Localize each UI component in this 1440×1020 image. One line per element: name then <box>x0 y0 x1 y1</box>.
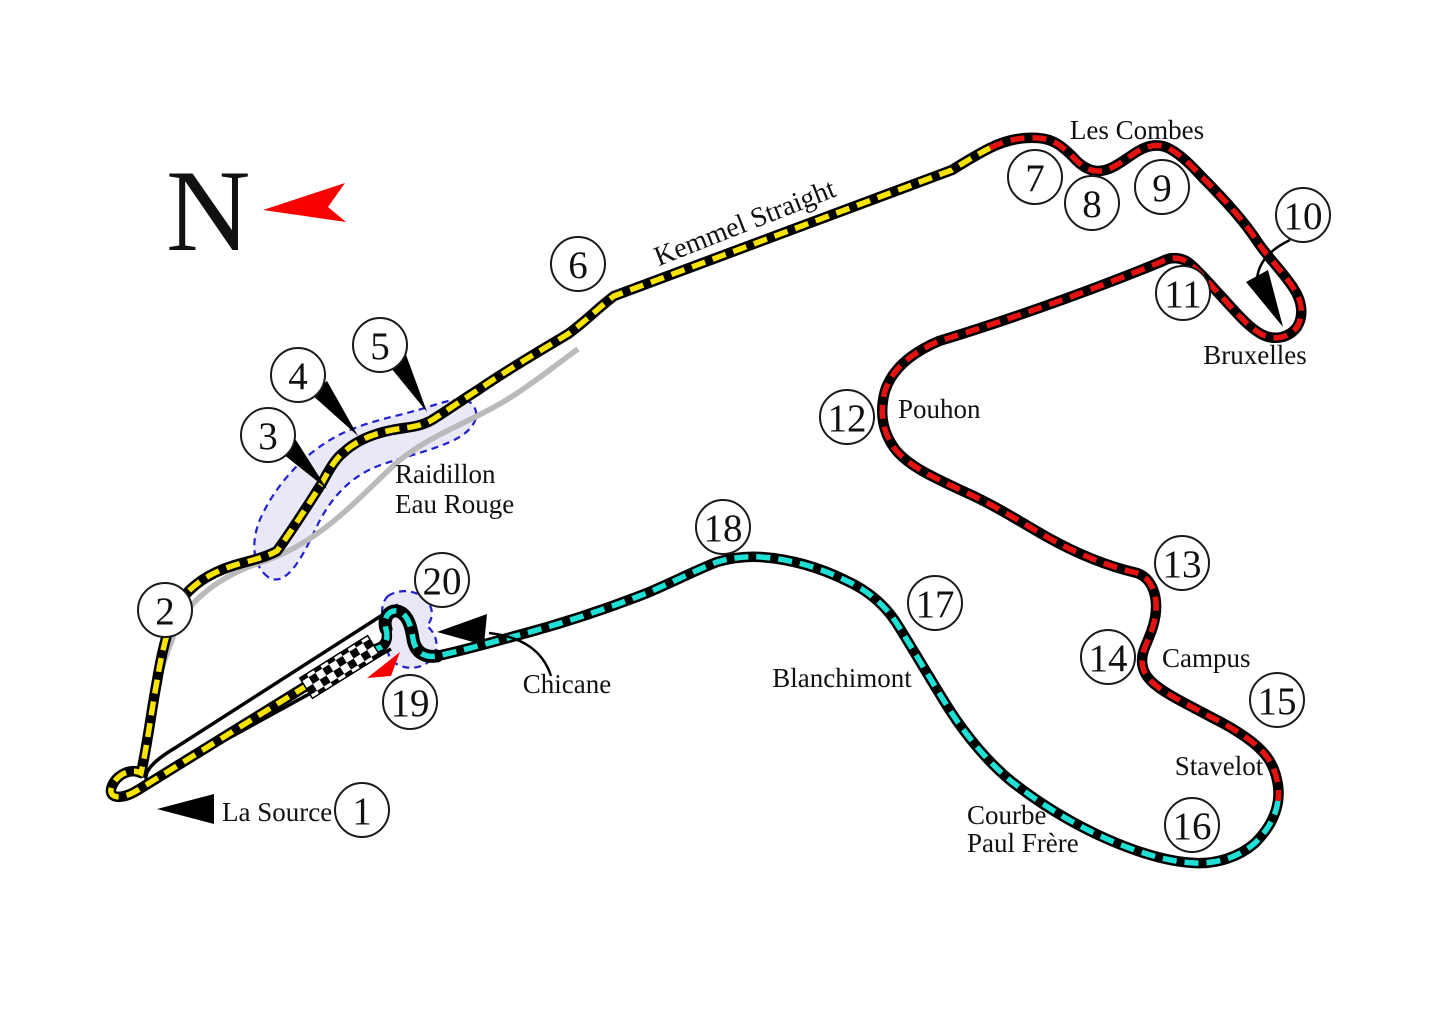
corner-marker-4: 4 <box>270 347 326 403</box>
svg-text:11: 11 <box>1164 273 1202 316</box>
label-blanchimont: Blanchimont <box>772 663 912 693</box>
sector1-dashes <box>108 145 992 800</box>
svg-text:5: 5 <box>370 325 390 368</box>
corner-marker-2: 2 <box>137 582 193 638</box>
svg-text:9: 9 <box>1152 167 1172 210</box>
svg-text:15: 15 <box>1258 680 1297 723</box>
svg-text:4: 4 <box>288 355 308 398</box>
svg-text:6: 6 <box>568 244 588 287</box>
svg-text:13: 13 <box>1163 543 1202 586</box>
start-finish-line <box>298 634 382 700</box>
corner-marker-18: 18 <box>695 499 751 555</box>
corner-marker-16: 16 <box>1164 797 1220 853</box>
corner-marker-20: 20 <box>414 552 470 608</box>
corner-marker-3: 3 <box>240 407 296 463</box>
svg-text:1: 1 <box>352 790 372 833</box>
svg-text:10: 10 <box>1284 195 1323 238</box>
svg-text:14: 14 <box>1089 637 1128 680</box>
label-campus: Campus <box>1162 643 1251 673</box>
svg-text:20: 20 <box>423 560 462 603</box>
la-source-pointer-icon <box>157 794 214 824</box>
svg-text:17: 17 <box>916 583 955 626</box>
chicane-pointer-icon <box>437 614 487 645</box>
corner-marker-19: 19 <box>382 674 438 730</box>
label-pouhon: Pouhon <box>898 394 981 424</box>
svg-text:7: 7 <box>1025 157 1045 200</box>
corner-marker-17: 17 <box>907 575 963 631</box>
svg-text:8: 8 <box>1082 183 1102 226</box>
label-raidillon-line2: Eau Rouge <box>395 489 514 519</box>
label-stavelot: Stavelot <box>1175 751 1264 781</box>
corner-marker-6: 6 <box>550 236 606 292</box>
corner4-pointer-icon <box>311 381 358 436</box>
label-chicane: Chicane <box>523 669 611 699</box>
race-direction-arrow-icon <box>367 652 400 678</box>
old-track-line <box>149 346 580 703</box>
svg-text:12: 12 <box>828 397 867 440</box>
label-bruxelles: Bruxelles <box>1203 340 1306 370</box>
corner-marker-9: 9 <box>1134 159 1190 215</box>
sector2-dashes <box>879 135 1304 802</box>
north-label: N <box>166 147 251 276</box>
corner-marker-11: 11 <box>1155 265 1211 321</box>
corner-marker-5: 5 <box>352 317 408 373</box>
svg-text:18: 18 <box>704 507 743 550</box>
label-raidillon-line1: Raidillon <box>395 459 496 489</box>
corner-marker-10: 10 <box>1275 187 1331 243</box>
label-la-source: La Source <box>222 797 332 827</box>
svg-text:3: 3 <box>258 415 278 458</box>
svg-text:2: 2 <box>155 590 175 633</box>
corner-marker-1: 1 <box>334 782 390 838</box>
corner-marker-15: 15 <box>1249 672 1305 728</box>
svg-text:19: 19 <box>391 682 430 725</box>
corner-marker-13: 13 <box>1154 535 1210 591</box>
svg-text:16: 16 <box>1173 805 1212 848</box>
corner-marker-7: 7 <box>1007 149 1063 205</box>
label-courbe-line2: Paul Frère <box>967 828 1079 858</box>
chicane-leader-line <box>488 631 553 677</box>
sector3-dashes <box>343 554 1281 866</box>
label-courbe-line1: Courbe <box>967 800 1047 830</box>
corner-marker-8: 8 <box>1064 175 1120 231</box>
label-les-combes: Les Combes <box>1070 115 1204 145</box>
corner-marker-12: 12 <box>819 389 875 445</box>
corner-marker-14: 14 <box>1080 629 1136 685</box>
north-arrow-icon <box>263 183 346 222</box>
bruxelles-pointer-icon <box>1246 270 1283 327</box>
